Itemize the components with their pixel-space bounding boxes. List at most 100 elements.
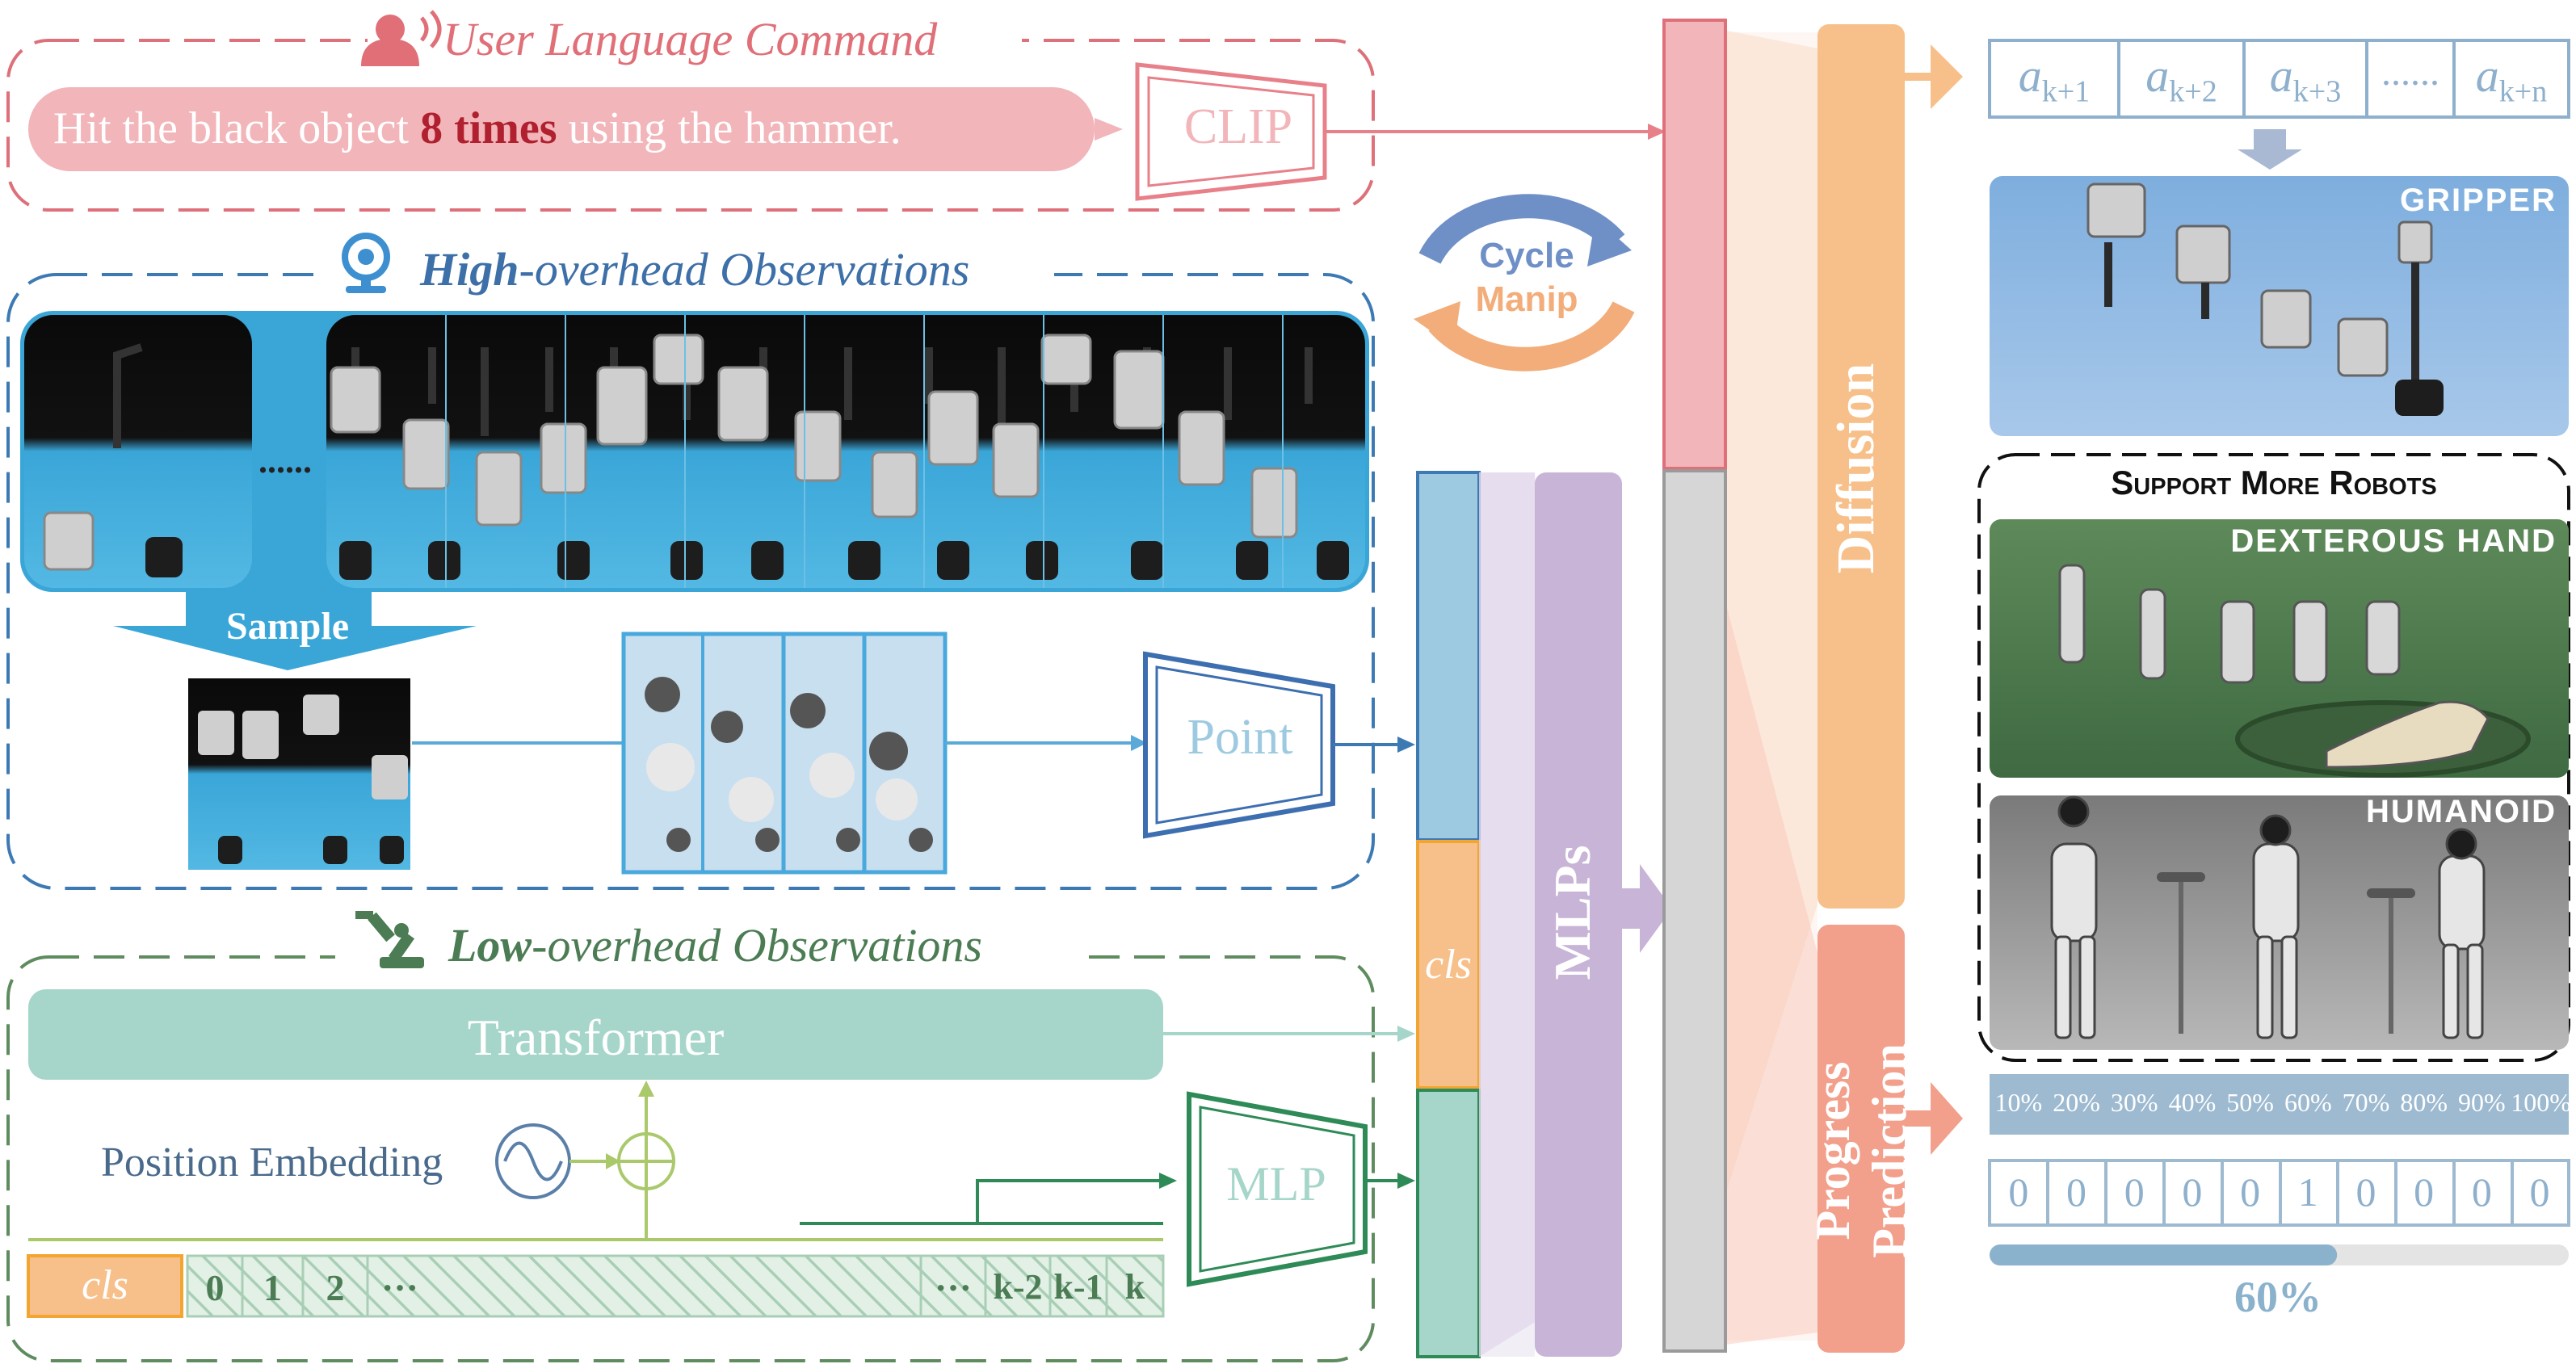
token-0: 0 (205, 1267, 225, 1308)
percent-90: 90% (2458, 1088, 2506, 1117)
token-k-1: k-1 (1053, 1267, 1103, 1307)
clip-encoder (1135, 62, 1327, 201)
state-feature (1662, 469, 1727, 1353)
sampled-frames (188, 678, 410, 870)
sample-arrow (113, 590, 477, 670)
onehot-5: 0 (2240, 1169, 2261, 1215)
percent-20: 20% (2053, 1088, 2100, 1117)
token-k-2: k-2 (993, 1267, 1043, 1307)
progress-prediction-label: Progress Prediction (1805, 949, 1918, 1353)
progress-label-line2: Prediction (1863, 1043, 1916, 1258)
action-sub-1: k+1 (2041, 74, 2091, 109)
token-dots-left: ··· (380, 1267, 419, 1308)
command-pill (28, 87, 1095, 171)
progress-block (1817, 925, 1905, 1353)
sine-icon (495, 1123, 571, 1199)
action-sub-2: k+2 (2169, 74, 2217, 109)
command-pre: Hit the black object (53, 103, 421, 153)
progress-onehot-row: 0 0 0 0 0 1 0 0 0 0 (1990, 1169, 2569, 1215)
progress-scale (1990, 1074, 2569, 1135)
token-dots-right: ··· (934, 1267, 973, 1308)
action-cell-n: ak+n (2475, 49, 2548, 109)
token-1: 1 (263, 1267, 282, 1308)
onehot-6: 1 (2297, 1169, 2318, 1215)
action-sub-3: k+3 (2292, 74, 2342, 109)
percent-30: 30% (2110, 1088, 2158, 1117)
progress-label-line1: Progress (1806, 1061, 1860, 1240)
user-command-title: User Language Command (443, 13, 938, 65)
point-encoder (1143, 651, 1335, 839)
ellipsis-label: ...... (258, 441, 312, 481)
cycle-manip-logo (1414, 194, 1635, 371)
onehot-8: 0 (2414, 1169, 2435, 1215)
onehot-2: 0 (2066, 1169, 2087, 1215)
progress-percent-row: 10% 20% 30% 40% 50% 60% 70% 80% 90% 100% (1990, 1088, 2571, 1118)
dexterous-label: DEXTEROUS HAND (2230, 523, 2557, 559)
sample-label: Sample (226, 605, 350, 648)
onehot-10: 0 (2529, 1169, 2550, 1215)
point-label: Point (1187, 710, 1293, 765)
high-title-bold: High (420, 243, 519, 296)
percent-100: 100% (2511, 1088, 2571, 1117)
onehot-1: 0 (2008, 1169, 2029, 1215)
diffusion-block (1817, 24, 1905, 909)
mlps-label: MLPs (1544, 845, 1601, 980)
logo-cycle: Cycle (1479, 236, 1574, 275)
low-title-rest: -overhead Observations (532, 919, 983, 972)
point-cloud-frames (621, 632, 948, 875)
action-sub-n: k+n (2498, 74, 2548, 109)
mlp-label: MLP (1226, 1157, 1326, 1211)
diffusion-label: Diffusion (1826, 363, 1885, 574)
percent-70: 70% (2342, 1088, 2390, 1117)
percent-50: 50% (2226, 1088, 2274, 1117)
token-2: 2 (326, 1267, 345, 1308)
token-row (186, 1254, 1165, 1318)
cls-feature (1416, 840, 1481, 1089)
transformer-label: Transformer (467, 1009, 725, 1066)
gripper-label: GRIPPER (2399, 183, 2557, 218)
low-title-bold: Low (448, 919, 532, 972)
user-icon (361, 10, 442, 66)
high-title-rest: -overhead Observations (519, 243, 970, 296)
action-cell-dots: ...... (2381, 51, 2439, 94)
command-text: Hit the black object 8 times using the h… (53, 103, 901, 154)
humanoid-label: HUMANOID (2366, 794, 2557, 829)
transformer-block (28, 989, 1163, 1080)
onehot-4: 0 (2182, 1169, 2203, 1215)
onehot-3: 0 (2124, 1169, 2145, 1215)
percent-40: 40% (2168, 1088, 2217, 1117)
token-k: k (1124, 1267, 1145, 1307)
language-feature (1662, 19, 1727, 470)
onehot-9: 0 (2471, 1169, 2492, 1215)
action-cell-1: ak+1 (2018, 49, 2091, 109)
logo-manip: Manip (1475, 279, 1578, 319)
feature-cls-label: cls (1425, 942, 1472, 988)
keyframes-photo (326, 315, 1365, 588)
percent-10: 10% (1994, 1088, 2043, 1117)
mlp-encoder (1187, 1091, 1368, 1287)
progress-fill (1990, 1244, 2338, 1265)
clip-label: CLIP (1183, 99, 1293, 154)
progress-value-label: 60% (2234, 1273, 2322, 1321)
observation-strip (20, 311, 1369, 592)
position-embedding-label: Position Embedding (101, 1139, 443, 1186)
mlp-feature (1416, 1089, 1481, 1358)
support-more-robots-label: Support More Robots (2111, 464, 2437, 502)
action-cell-2: ak+2 (2145, 49, 2217, 109)
onehot-7: 0 (2355, 1169, 2376, 1215)
camera-icon (342, 233, 390, 293)
mlps-block (1535, 472, 1622, 1357)
action-chunk (1988, 39, 2570, 119)
command-bold: 8 times (420, 103, 557, 153)
percent-80: 80% (2400, 1088, 2448, 1117)
low-overhead-title: Low-overhead Observations (448, 918, 982, 972)
action-cell-3: ak+3 (2269, 49, 2342, 109)
percent-60: 60% (2284, 1088, 2332, 1117)
command-post: using the hammer. (557, 103, 901, 153)
add-icon (617, 1132, 675, 1190)
token-cls: cls (82, 1262, 128, 1308)
high-overhead-title: High-overhead Observations (420, 242, 969, 296)
point-feature (1416, 471, 1481, 841)
robot-arm-icon (355, 911, 424, 968)
